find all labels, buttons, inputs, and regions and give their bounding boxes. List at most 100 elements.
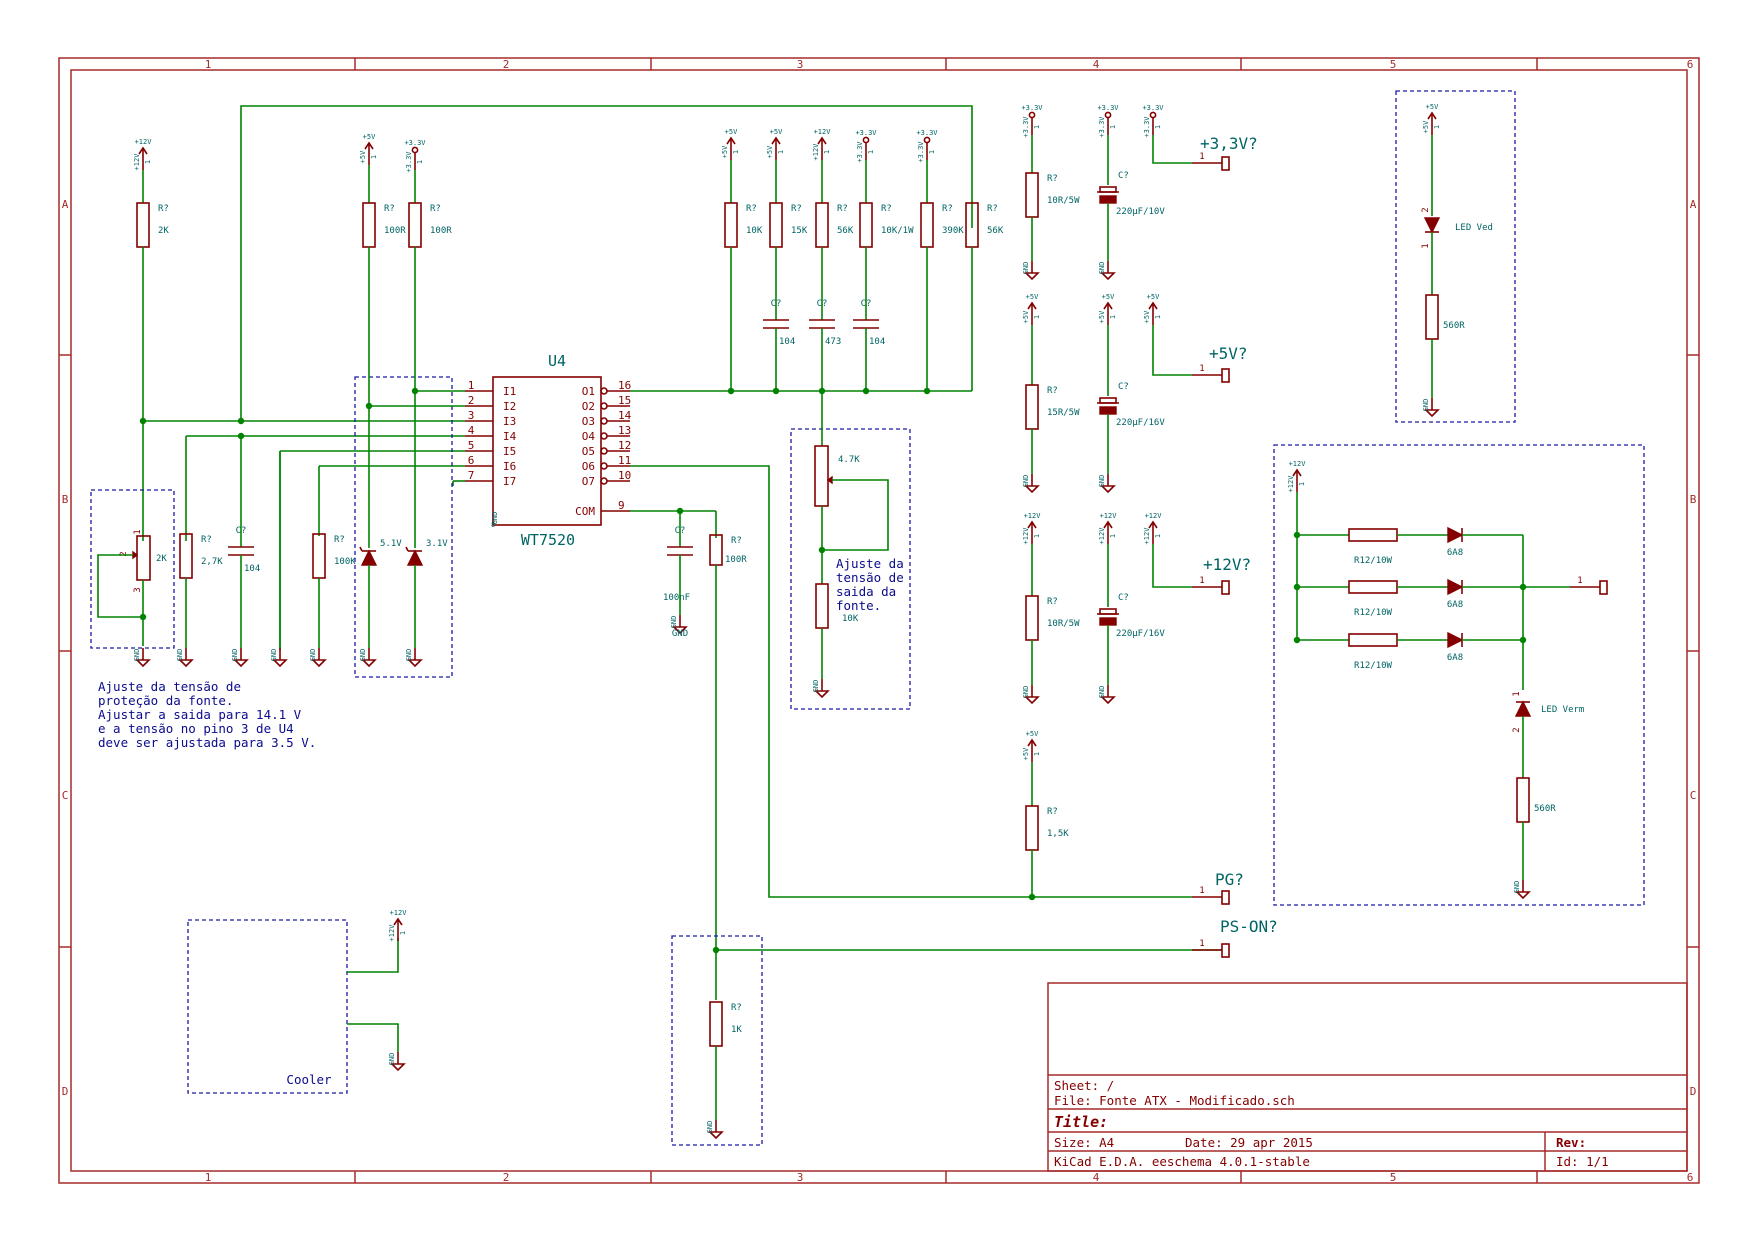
frame-row-label: A bbox=[62, 198, 69, 211]
connector-pin-number: 1 bbox=[1199, 576, 1204, 586]
resistor-r_10k bbox=[724, 202, 738, 248]
zener-group-box bbox=[354, 376, 453, 678]
power-label: +3.3V bbox=[1097, 104, 1119, 112]
diode-6a8 bbox=[1447, 578, 1464, 596]
resistor-value: 56K bbox=[837, 226, 854, 236]
resistor-ref: R? bbox=[1047, 597, 1058, 607]
frame-col-label: 3 bbox=[797, 58, 804, 71]
junction-dot bbox=[727, 387, 735, 395]
ground-triangle bbox=[407, 659, 423, 668]
ground-triangle bbox=[178, 659, 194, 668]
ground-label: GND bbox=[270, 649, 278, 662]
port-label: +3,3V? bbox=[1200, 134, 1258, 153]
power-label: +3.3V bbox=[916, 129, 938, 137]
power-label-vertical: +3.3V bbox=[917, 141, 925, 163]
frame-row-label: B bbox=[62, 493, 69, 506]
power-label-vertical: +3.3V bbox=[405, 151, 413, 173]
ic-inverter-bubble bbox=[600, 417, 608, 425]
frame-col-label: 1 bbox=[205, 58, 212, 71]
power-pin-number: 1 bbox=[1033, 534, 1041, 538]
resistor-value: 100R bbox=[384, 226, 406, 236]
ic-gnd-pin: 8 bbox=[491, 521, 495, 529]
power-label-vertical: +12V bbox=[1287, 475, 1295, 493]
resistor-1-5k bbox=[1025, 805, 1039, 851]
connector-body bbox=[1599, 580, 1608, 595]
outer-frame bbox=[58, 57, 1700, 1184]
ic-gnd-label: GND bbox=[491, 512, 499, 525]
power-label: +5V bbox=[363, 133, 376, 141]
power-label-vertical: +12V bbox=[1022, 527, 1030, 545]
title-block-rev: Rev: bbox=[1556, 1135, 1586, 1150]
ground-triangle bbox=[233, 659, 249, 668]
led-label: LED Ved bbox=[1455, 223, 1493, 233]
power-label-vertical: +3.3V bbox=[1098, 116, 1106, 138]
cooler-box bbox=[187, 919, 348, 1094]
protection-note-line: deve ser ajustada para 3.5 V. bbox=[98, 735, 316, 750]
resistor-r12-10w bbox=[1348, 633, 1398, 647]
port-label: PG? bbox=[1215, 870, 1244, 889]
ground-triangle bbox=[814, 690, 830, 699]
ground-label: GND bbox=[359, 649, 367, 662]
capacitor-plate-neg bbox=[1099, 195, 1117, 204]
zener-value: 3.1V bbox=[426, 539, 448, 549]
diode-6a8 bbox=[1447, 526, 1464, 544]
ic-pin-number: 13 bbox=[618, 424, 631, 437]
ground-triangle bbox=[1100, 272, 1116, 281]
ground-triangle bbox=[390, 1063, 406, 1072]
pot-pin: 2 bbox=[119, 551, 129, 556]
pson-group-box bbox=[671, 935, 763, 1146]
frame-row-label: C bbox=[1690, 789, 1697, 802]
diode-value: 6A8 bbox=[1447, 653, 1463, 663]
resistor-value: 560R bbox=[1534, 804, 1556, 814]
resistor-ref: R? bbox=[942, 204, 953, 214]
resistor-1k bbox=[709, 1001, 723, 1047]
power-pin-number: 1 bbox=[1033, 752, 1041, 756]
ground-triangle bbox=[1024, 485, 1040, 494]
resistor-10r-5w bbox=[1025, 172, 1039, 218]
resistor-ref: R? bbox=[791, 204, 802, 214]
ic-pin-number: 10 bbox=[618, 469, 631, 482]
power-label-vertical: +5V bbox=[766, 145, 774, 158]
ic-ref: U4 bbox=[548, 352, 566, 370]
title-block-date: Date: 29 apr 2015 bbox=[1185, 1135, 1313, 1150]
diode-group-box bbox=[1273, 444, 1645, 906]
output-adjust-note-line: fonte. bbox=[836, 598, 881, 613]
led-label: LED Verm bbox=[1541, 705, 1584, 715]
wire bbox=[1152, 544, 1192, 588]
power-circle bbox=[1149, 111, 1157, 119]
power-label-vertical: +3.3V bbox=[1022, 116, 1030, 138]
ic-pin-number: 4 bbox=[468, 424, 475, 437]
ic-pin-number: 12 bbox=[618, 439, 631, 452]
power-pin-number: 1 bbox=[732, 150, 740, 154]
title-block-size: Size: A4 bbox=[1054, 1135, 1114, 1150]
power-label-vertical: +5V bbox=[1022, 310, 1030, 323]
capacitor-plate-neg bbox=[1099, 617, 1117, 626]
capacitor-ref: C? bbox=[861, 299, 872, 309]
power-circle bbox=[923, 136, 931, 144]
ground-label: GND bbox=[670, 616, 678, 629]
power-pin-number: 1 bbox=[1109, 534, 1117, 538]
ic-pin-number: 3 bbox=[468, 409, 475, 422]
power-pin-number: 1 bbox=[370, 155, 378, 159]
resistor-r12-10w bbox=[1348, 528, 1398, 542]
capacitor-ref: C? bbox=[675, 526, 686, 536]
pot-value: 4.7K bbox=[838, 455, 860, 465]
resistor-value: 1K bbox=[731, 1025, 742, 1035]
wire bbox=[822, 479, 889, 551]
junction-dot bbox=[862, 387, 870, 395]
capacitor-plate-neg bbox=[1099, 406, 1117, 415]
power-label: +3.3V bbox=[1021, 104, 1043, 112]
resistor-10r-5w-b bbox=[1025, 595, 1039, 641]
power-pin-number: 1 bbox=[1033, 315, 1041, 319]
power-pin-number: 1 bbox=[1433, 125, 1441, 129]
frame-row-label: C bbox=[62, 789, 69, 802]
ground-triangle bbox=[1100, 485, 1116, 494]
junction-dot bbox=[1519, 636, 1527, 644]
pot-group-box bbox=[90, 489, 175, 649]
ground-label: GND bbox=[176, 649, 184, 662]
power-label-vertical: +5V bbox=[1143, 310, 1151, 323]
ground-label: GND bbox=[1022, 475, 1030, 488]
zener-diode-5v1 bbox=[360, 549, 378, 566]
diode-6a8 bbox=[1447, 631, 1464, 649]
ground-label: GND bbox=[309, 649, 317, 662]
